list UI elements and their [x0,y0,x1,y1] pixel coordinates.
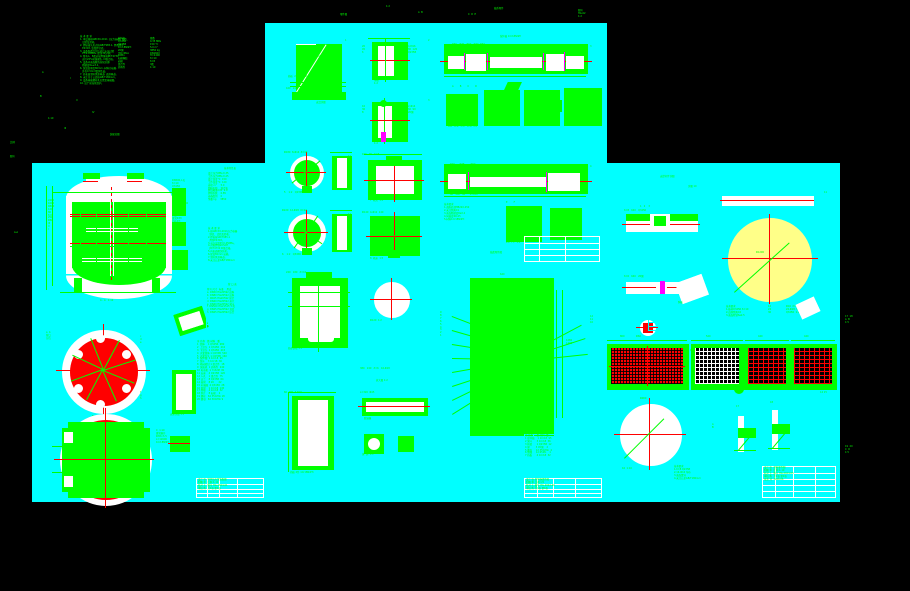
scattered-label-j: A-A [14,231,19,234]
title-block-center-top[interactable] [524,236,600,262]
title-block-left-text: 设计 张 搅拌反应釜装配图 制图 李 比例 1:10 校对 王 图号 HG-20… [198,478,228,490]
panel-strip [358,260,434,261]
center-divider-v3 [355,268,356,497]
zone-tick [32,200,44,201]
right-float-label-b: 19 20 C D 1:5 [845,445,853,454]
title-block-left[interactable] [196,478,264,498]
scattered-label-d: I [70,77,71,80]
center-divider-v1 [355,26,356,268]
panel-strip [278,140,354,141]
screen-node-marker [734,384,744,394]
title-block-right[interactable] [762,466,836,498]
right-upper-table[interactable] [648,313,722,331]
center-margin-line2 [277,26,278,497]
center-bom-table[interactable] [524,434,602,478]
center-divider-h4 [435,155,602,156]
right-margin-line2 [617,166,618,497]
right-divider-v [718,166,719,330]
panel-strip [278,260,354,261]
center-top-label-f: 图号 HG-02 1:2 [578,9,586,18]
scattered-label-c: 1:10 [48,117,54,120]
nozzle-schedule-table[interactable] [206,288,264,334]
center-margin-line [273,26,274,497]
technical-requirements: 技 术 要 求 1.按GB150-2011压力容器 制造、试验及验收。 2.焊接… [208,227,238,262]
bom-values: 序 名称 数 材料 重 1 筒体 1 Q345R 980 2 上封头 1 Q34… [197,340,227,402]
center-divider-h6 [355,390,435,391]
title-block-center[interactable] [524,478,602,498]
zone-tick [826,330,838,331]
zone-tick [826,400,838,401]
nozzle-schedule-caption: 管 口 表 [228,283,237,286]
elevation-annotations-left: 2400 1600 R800 120 80 δ=8 250 Φ60 III II… [48,199,55,232]
center-top-label-b: 1:2 [386,5,390,8]
zone-tick [32,250,44,251]
sheet-left-margin-line [40,166,41,497]
center-divider-h3 [355,88,435,89]
design-data-table[interactable] [206,172,264,224]
elevation-label: A - A 1:10 [100,299,114,302]
bill-of-materials-table[interactable] [196,340,264,478]
center-divider-h2 [269,268,602,269]
panel-strip [438,148,600,149]
center-divider-h5 [269,208,355,209]
right-divider-h [609,330,835,331]
zone-tick [32,400,44,401]
drawing-notes-col2: 材料表 Q345R Q235B 1Cr18Ni9Ti 20钢 35CrMoA 6… [118,37,132,70]
center-bom-values: 序 名称 数 材料 重 1 搅拌轴 1 1Cr18 95 2 桨叶 3 1Cr1… [525,434,552,458]
scattered-label-b: B [40,95,42,98]
zone-tick [32,350,44,351]
zone-tick [32,450,44,451]
scattered-label-a: A [42,71,44,74]
nozzle-schedule-values: 符号 尺寸 标准 用途 a DN50 HG20592 进料 b DN80 HG2… [207,288,236,315]
design-data-caption: 技术特性表 [224,167,236,170]
panel-strip [358,264,434,265]
right-margin-line [613,166,614,497]
drawing-notes-block: 技 术 要 求 1. 本设备按GB150-2011《压力容器》制造、 试验及验收… [80,35,130,85]
center-divider-h1 [269,148,435,149]
center-top-label-c: A B [418,11,423,14]
center-top-label-d: C D E [468,13,477,16]
right-float-label-a: 17 18 A B 1:5 [845,315,853,324]
scattered-label-e: II [76,99,78,102]
center-divider-v2 [435,26,436,497]
title-block-center-text: 设计 张 搅拌器组件图 制图 李 比例 1:5 校对 王 图号 HG-2024-… [526,478,555,490]
center-top-label-a: 零件图 [340,13,348,16]
drawing-notes-col3: 参数 0.35 MPa 150 °C 5.0 m³ 3850 kg DN1600… [150,37,161,70]
title-block-right-text: 设计 张 筛板零件图 制图 李 比例 1:10 校对 王 图号 HG-2024-… [764,466,794,481]
design-data-values: 设计压力MPa 0.35 工作压力MPa 0.25 设计温度°C 150 工作温… [208,172,229,202]
scattered-label-f: III [64,127,67,130]
sheet-left-margin-line2 [44,166,45,497]
scattered-label-i: 比例 [10,141,15,144]
center-top-label-e: 轴系零件 [494,7,504,10]
panel-strip [438,152,600,153]
zone-tick [826,260,838,261]
scattered-label-k: 图号 [10,155,15,158]
scattered-label-g: IV [92,111,95,114]
zone-tick [826,460,838,461]
panel-strip [358,144,434,145]
panel-strip [278,264,354,265]
right-float-label-c: 详图 10 [688,185,697,188]
scattered-label-h: 装配总图 [110,133,120,136]
zone-tick [826,200,838,201]
zone-tick [32,300,44,301]
panel-strip [278,144,354,145]
